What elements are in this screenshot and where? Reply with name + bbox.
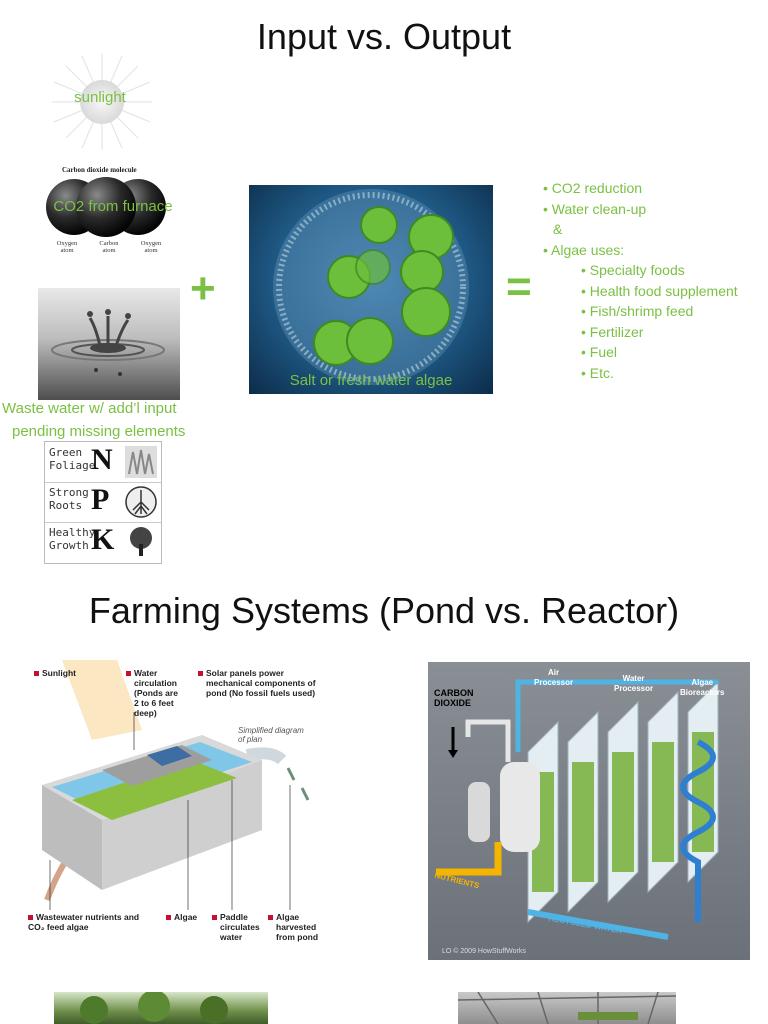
algae-use-item: • Fish/shrimp feed [543,301,738,322]
tree-icon [125,526,157,558]
atom-label-carbon: Carbon atom [94,240,124,254]
output-item: • CO2 reduction [543,178,738,199]
waste-water-label: Waste water w/ add’l input [2,400,177,417]
pond-label-harvested: Algae harvested from pond [268,912,318,942]
npk-letter: N [91,443,113,477]
pond-label-water-circulation: Water circulation (Ponds are 2 to 6 feet… [126,668,178,718]
pond-label-sunlight: Sunlight [34,668,76,678]
pond-label-solar-panels: Solar panels power mechanical components… [198,668,316,698]
co2-furnace-label: CO2 from furnace [40,198,186,215]
algae-use-item: • Health food supplement [543,281,738,302]
algae-use-item: • Fuel [543,342,738,363]
equals-sign: = [506,262,532,312]
atom-label-oxygen-left: Oxygen atom [52,240,82,254]
algae-use-item: • Specialty foods [543,260,738,281]
pond-diagram: Sunlight Water circulation (Ponds are 2 … [22,660,332,950]
reactor-credit: LO © 2009 HowStuffWorks [442,948,526,955]
roots-icon [125,486,157,518]
npk-letter: K [91,523,114,557]
output-item: • Algae uses: [543,240,738,261]
algae-use-item: • Etc. [543,363,738,384]
atom-label-oxygen-right: Oxygen atom [136,240,166,254]
molecule-title: Carbon dioxide molecule [62,166,137,174]
algae-caption: Salt or fresh water algae [249,372,493,389]
title-farming-systems: Farming Systems (Pond vs. Reactor) [0,590,768,632]
algae-use-item: • Fertilizer [543,322,738,343]
plus-sign: + [190,264,216,314]
sunlight-label: sunlight [60,89,140,106]
output-item: • Water clean-up [543,199,738,220]
algae-image [249,185,493,394]
output-list: • CO2 reduction • Water clean-up & • Alg… [543,178,738,383]
reactor-photo [458,992,676,1024]
output-item: & [543,219,738,240]
pond-label-paddle: Paddle circulates water [212,912,260,942]
foliage-icon [125,446,157,478]
water-splash-image [38,288,180,400]
pond-photo [54,992,268,1024]
pond-label-wastewater: Wastewater nutrients and CO₂ feed algae [28,912,139,932]
pond-label-algae: Algae [166,912,197,922]
pending-elements-label: pending missing elements [12,423,185,440]
npk-letter: P [91,483,109,517]
